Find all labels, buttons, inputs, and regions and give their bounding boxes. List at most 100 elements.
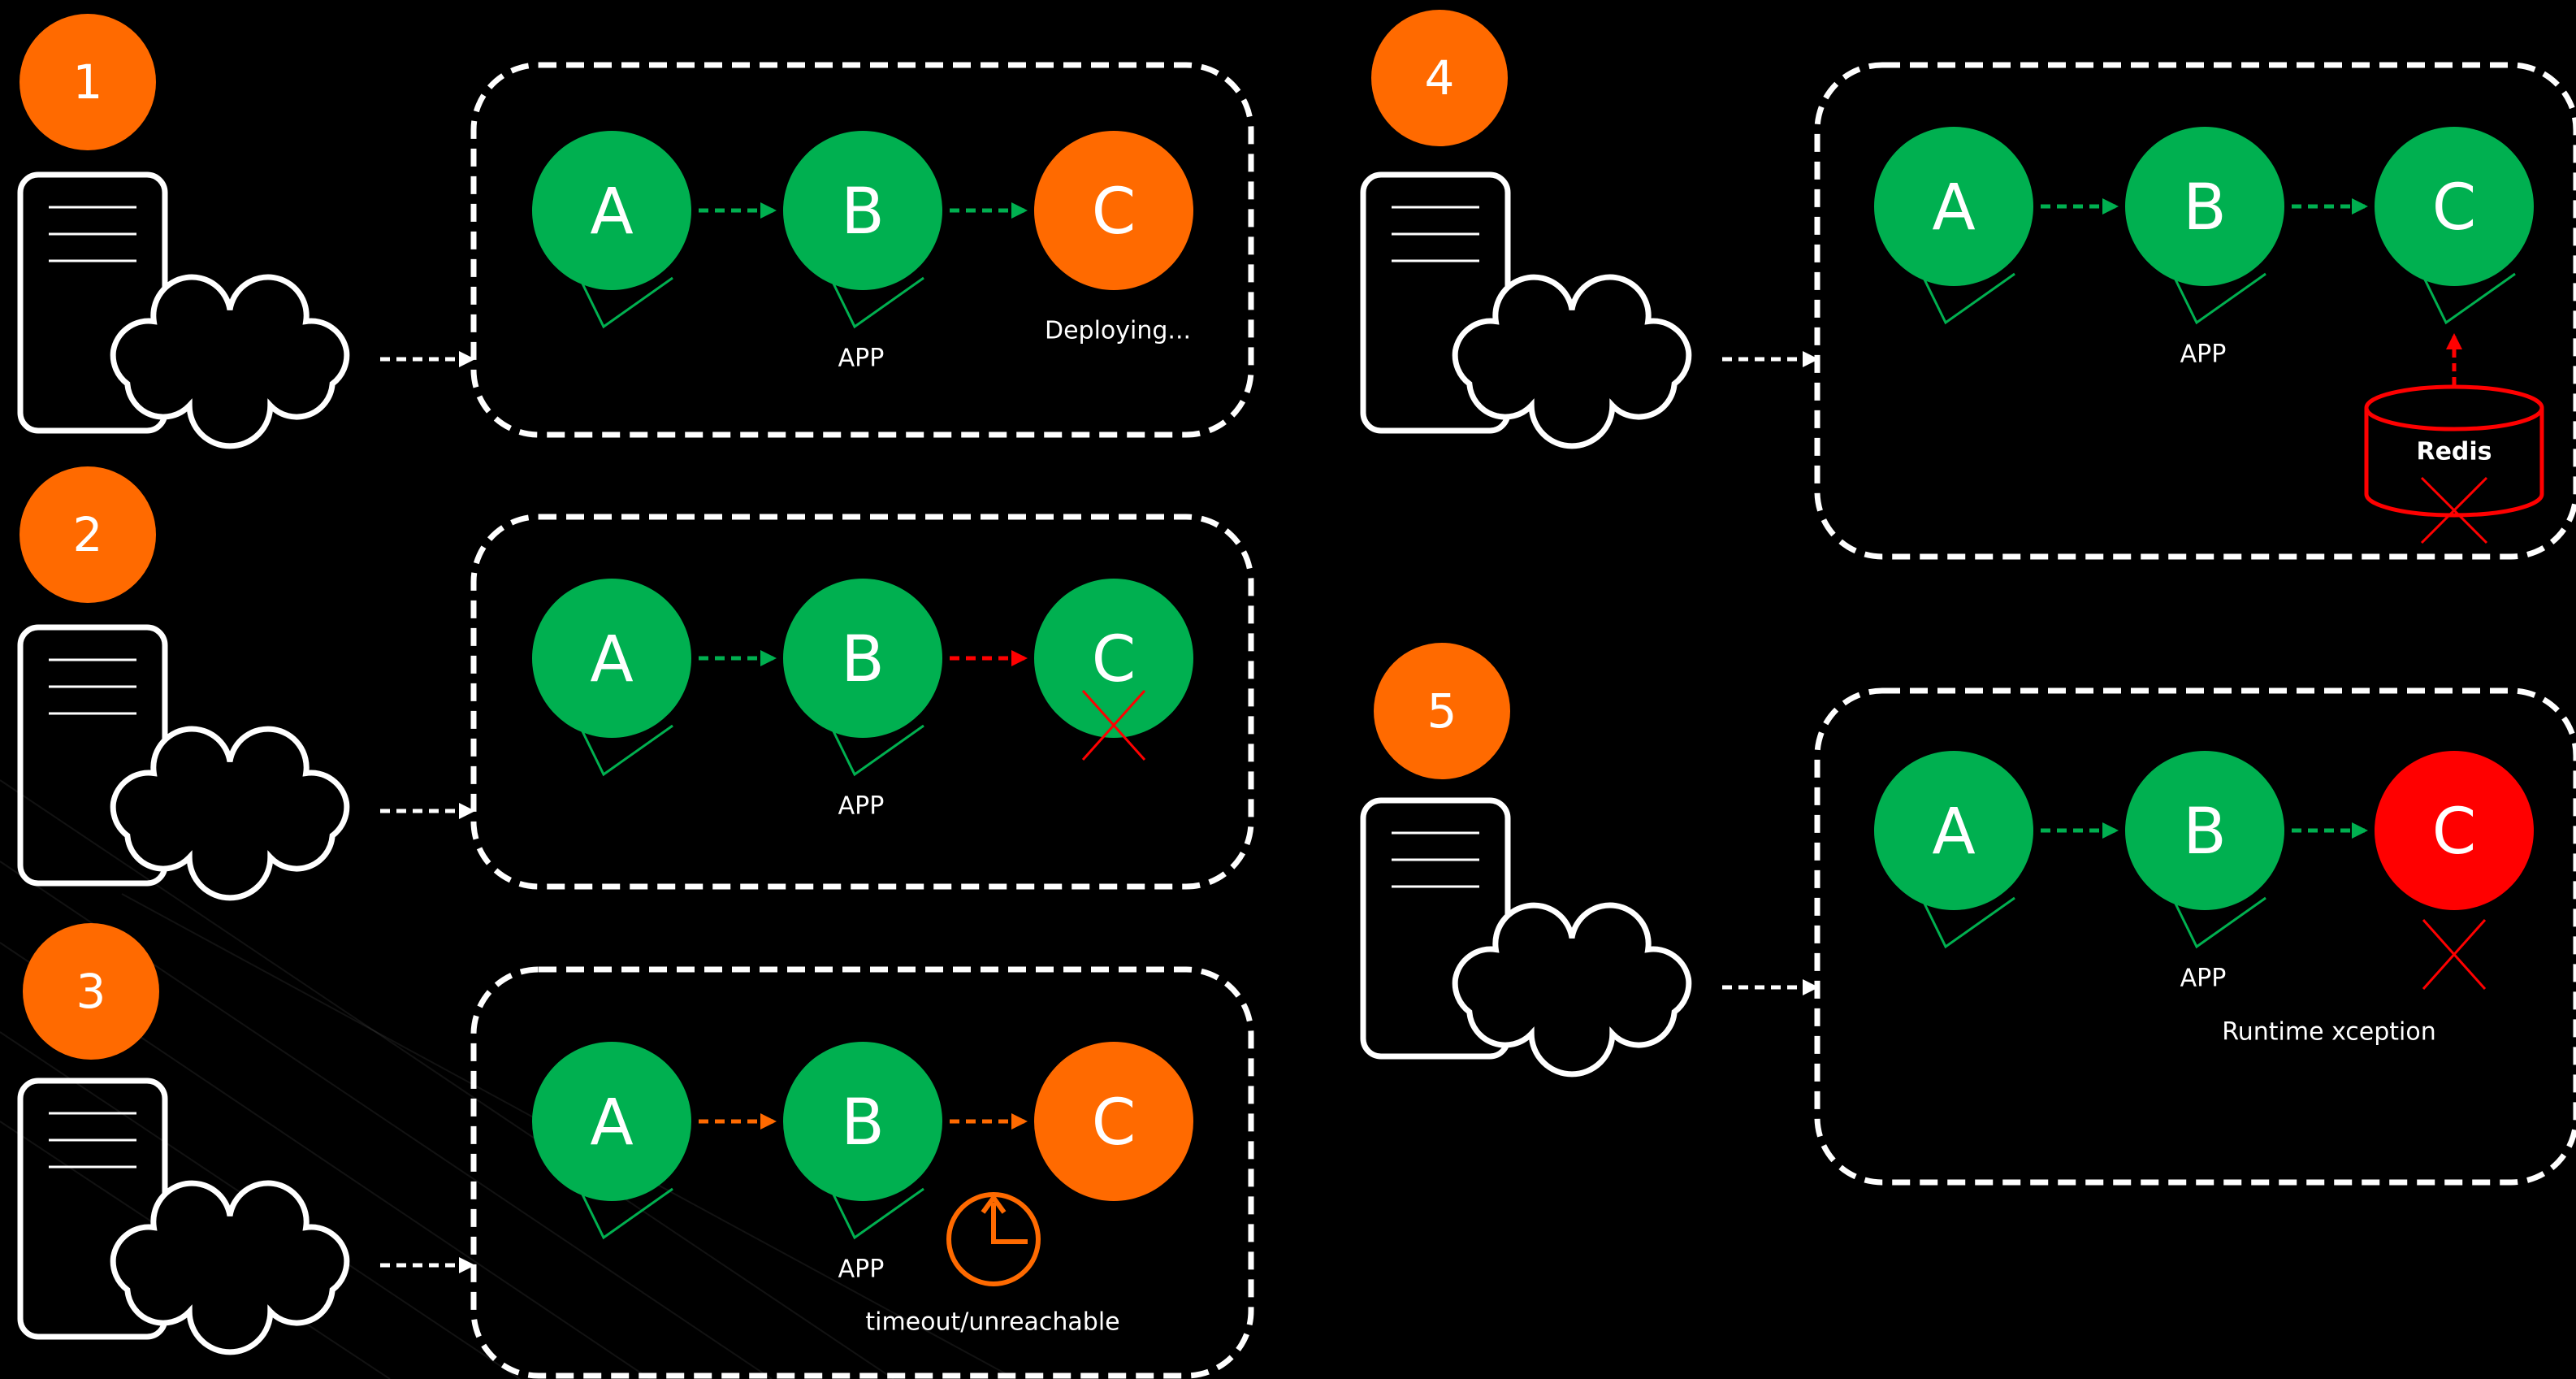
node-circle [1034,579,1193,738]
check-icon [2173,272,2266,325]
clock-icon [946,1192,1041,1286]
cloud-icon [110,274,350,449]
check-icon [831,276,924,329]
service-node-b: B [783,579,942,777]
service-node-c: C [2375,127,2534,325]
service-node-b: B [783,1042,942,1240]
redis-database: Redis [2364,333,2544,544]
service-node-a: A [532,579,691,777]
node-circle [1034,1042,1193,1201]
node-letter: C [1092,623,1136,696]
check-icon [831,1187,924,1240]
step-badge-circle [19,14,156,150]
cloud-icon [110,726,350,901]
step-number: 4 [1425,50,1455,106]
node-letter: B [2183,171,2227,245]
step-badge: 5 [1374,643,1510,779]
service-boundary [1814,687,2576,1186]
service-boundary [470,966,1254,1379]
node-circle [1874,751,2033,910]
client-server [1360,797,1692,1078]
check-icon [580,1187,673,1240]
node-letter: B [841,1086,885,1160]
step-badge: 1 [19,14,156,150]
step-badge-circle [19,466,156,603]
scenario-3: 3A B C APP timeout/unreachable [17,923,1254,1379]
service-node-a: A [532,1042,691,1240]
check-icon [1922,896,2015,949]
service-boundary [1814,62,2576,560]
app-label: APP [838,1255,885,1284]
node-circle [783,131,942,290]
node-circle [532,131,691,290]
node-letter: C [2432,796,2476,869]
database-icon [2364,408,2544,518]
service-node-a: A [1874,127,2033,325]
step-number: 3 [76,964,106,1019]
node-letter: B [841,176,885,249]
node-circle [2125,127,2284,286]
service-node-a: A [1874,751,2033,949]
node-letter: C [2432,171,2476,245]
node-letter: A [590,623,633,696]
scenario-4: 4A B C APP Redis [1360,10,2576,560]
client-server [17,1078,350,1355]
clock-hands [991,1203,1028,1244]
service-node-b: B [2125,751,2284,949]
check-icon [580,276,673,329]
cloud-icon [110,1180,350,1355]
node-letter: C [1092,176,1136,249]
step-badge: 3 [23,923,159,1060]
step-badge-circle [23,923,159,1060]
step-number: 5 [1427,683,1457,739]
service-node-c: C [1034,579,1193,761]
node-circle [1034,131,1193,290]
service-node-c: C [1034,1042,1193,1201]
step-badge: 2 [19,466,156,603]
service-boundary [470,62,1254,438]
step-number: 2 [73,507,103,562]
status-text: Deploying... [1045,317,1191,345]
node-letter: B [841,623,885,696]
client-server [17,624,350,901]
step-badge-circle [1371,10,1508,146]
service-node-c: C [1034,131,1193,290]
node-circle [783,1042,942,1201]
service-boundary [470,514,1254,890]
cross-icon [2420,476,2488,544]
service-node-b: B [2125,127,2284,325]
node-circle [532,1042,691,1201]
check-icon [2422,272,2516,325]
step-badge-circle [1374,643,1510,779]
node-circle [783,579,942,738]
node-circle [1874,127,2033,286]
clock-arrow [981,1193,1007,1214]
check-icon [580,724,673,777]
app-label: APP [2180,965,2227,993]
cross-icon [1081,690,1146,761]
service-node-c: C [2375,751,2534,990]
node-letter: A [1932,171,1975,245]
node-circle [532,579,691,738]
node-letter: A [1932,796,1975,869]
cloud-icon [1452,274,1692,449]
app-label: APP [2180,340,2227,369]
database-top [2364,384,2544,431]
node-letter: A [590,1086,633,1160]
node-letter: C [1092,1086,1136,1160]
node-circle [2125,751,2284,910]
redis-label: Redis [2416,438,2492,466]
client-server [17,171,350,449]
service-node-a: A [532,131,691,329]
check-icon [831,724,924,777]
service-node-b: B [783,131,942,329]
check-icon [2173,896,2266,949]
node-circle [2375,127,2534,286]
cross-icon [2422,919,2487,990]
node-circle [2375,751,2534,910]
status-text: timeout/unreachable [865,1308,1119,1337]
